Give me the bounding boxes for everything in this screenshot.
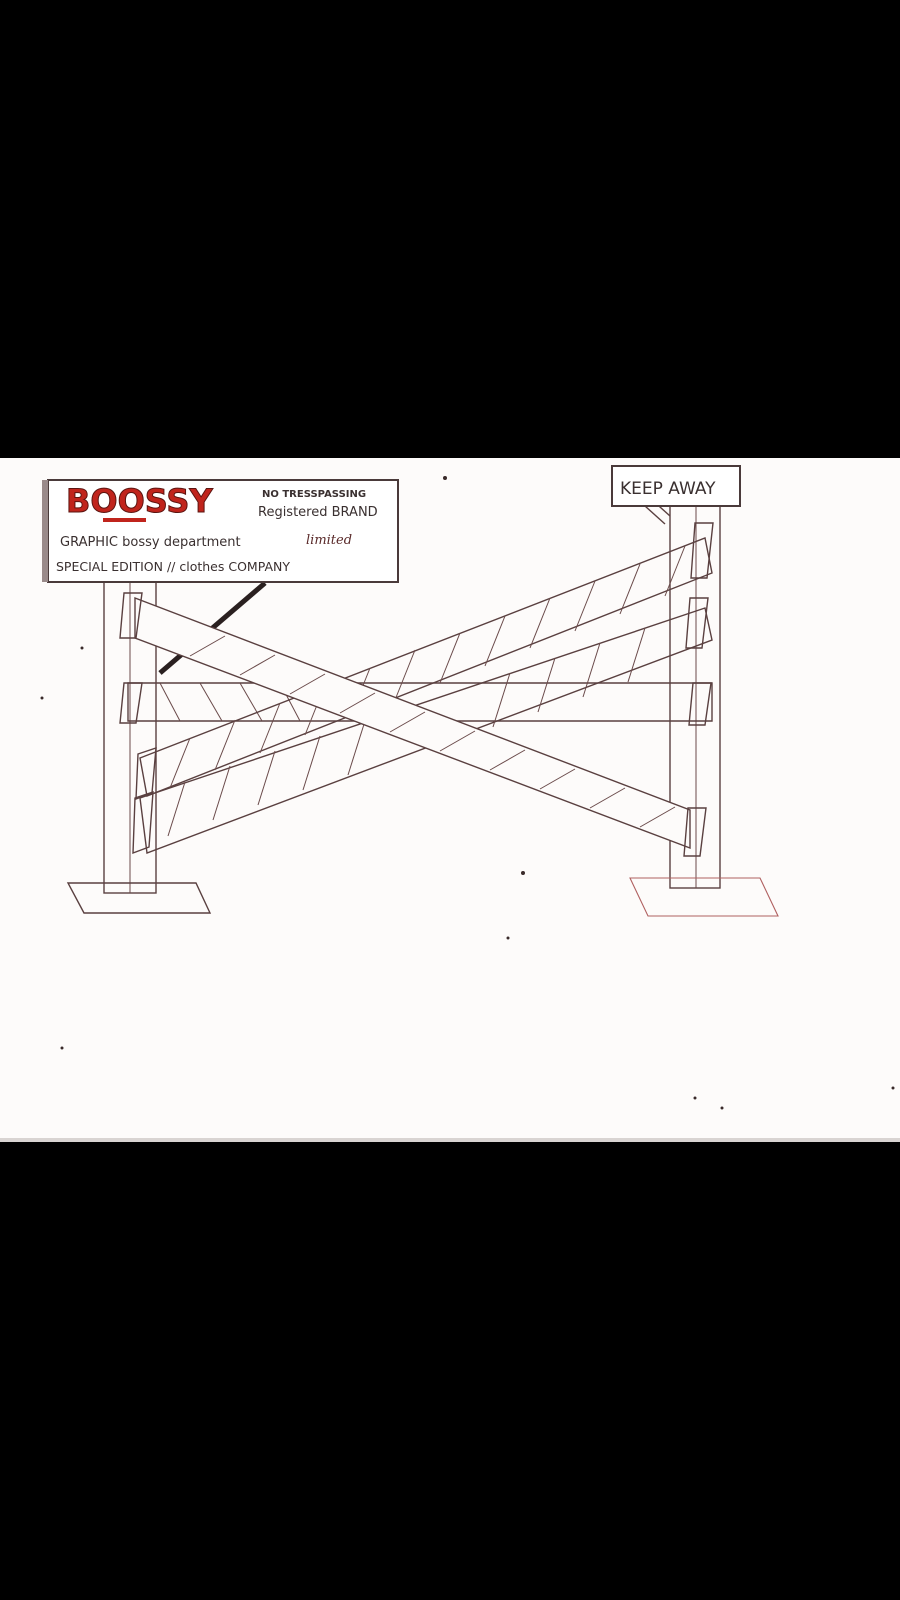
limited-text: limited bbox=[306, 533, 352, 548]
right-post bbox=[629, 497, 779, 917]
graphic-department-text: GRAPHIC bossy department bbox=[60, 535, 241, 550]
rising-plank-lower bbox=[139, 607, 713, 854]
paper-edge bbox=[0, 1138, 900, 1142]
brand-title: BOOSSY bbox=[66, 482, 213, 520]
descending-plank bbox=[134, 596, 691, 850]
paper-specks bbox=[40, 476, 895, 1110]
tape-ties bbox=[119, 522, 714, 857]
brand-sign: BOOSSY NO TRESSPASSING Registered BRAND … bbox=[42, 479, 399, 583]
barricade-drawing: BOOSSY NO TRESSPASSING Registered BRAND … bbox=[40, 465, 895, 1110]
keep-away-text: KEEP AWAY bbox=[620, 479, 716, 499]
keep-away-sign: KEEP AWAY bbox=[611, 465, 741, 507]
registered-brand-text: Registered BRAND bbox=[258, 505, 378, 520]
rising-plank-upper bbox=[139, 537, 713, 797]
drawing-paper: BOOSSY NO TRESSPASSING Registered BRAND … bbox=[0, 458, 900, 1142]
special-edition-text: SPECIAL EDITION // clothes COMPANY bbox=[56, 559, 290, 574]
no-trespassing-text: NO TRESSPASSING bbox=[262, 489, 366, 500]
